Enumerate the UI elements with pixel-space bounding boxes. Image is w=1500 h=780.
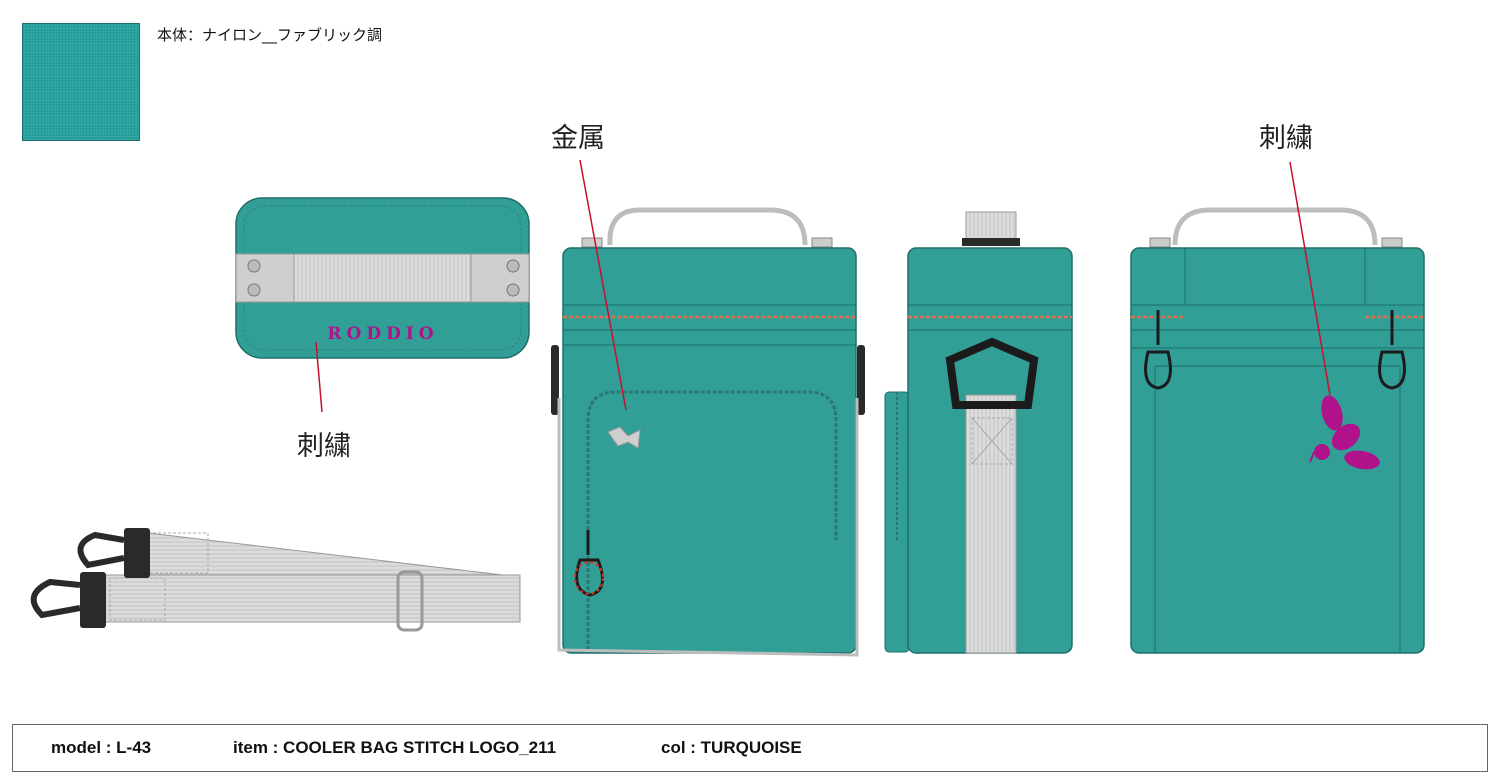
- spec-footer: model : L-43 item : COOLER BAG STITCH LO…: [12, 724, 1488, 772]
- embroidered-bee-logo: [1309, 395, 1380, 470]
- callout-embroidery-back: 刺繍: [1259, 123, 1313, 154]
- item-label: item : COOLER BAG STITCH LOGO_211: [233, 738, 557, 757]
- top-view: RODDIO: [235, 197, 530, 413]
- leader-line: [315, 341, 323, 413]
- callout-metal: 金属: [551, 123, 605, 154]
- leader-line: [579, 159, 627, 411]
- material-note: 本体：ナイロン__ファブリック調: [157, 26, 383, 44]
- color-label: col : TURQUOISE: [661, 738, 802, 757]
- technical-drawing: RODDIO 刺繍 金属: [30, 123, 1425, 657]
- front-view: [551, 159, 865, 657]
- model-label: model : L-43: [51, 738, 152, 757]
- side-view: [884, 211, 1073, 654]
- back-view: [1130, 161, 1425, 654]
- fabric-swatch: [22, 23, 140, 141]
- leader-line: [1289, 161, 1331, 396]
- roddio-logo: RODDIO: [327, 324, 438, 344]
- metal-bee-emblem: [607, 426, 641, 449]
- callout-embroidery-top: 刺繍: [297, 431, 351, 462]
- shoulder-strap: [30, 528, 521, 632]
